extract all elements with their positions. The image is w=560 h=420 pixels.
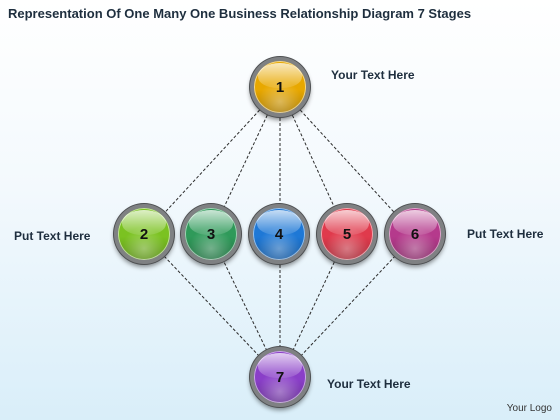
stage-label-5: 5: [342, 225, 352, 243]
text-right: Put Text Here: [467, 227, 544, 241]
stage-label-6: 6: [410, 225, 420, 243]
stage-node-7: 7: [250, 347, 310, 407]
stage-node-4: 4: [249, 204, 309, 264]
connector-1-2: [143, 87, 281, 236]
stage-node-3: 3: [181, 204, 241, 264]
logo-placeholder: Your Logo: [506, 403, 552, 414]
text-left: Put Text Here: [14, 229, 91, 243]
connector-7-6: [279, 234, 416, 379]
stage-node-1: 1: [250, 57, 310, 117]
page-title: Representation Of One Many One Business …: [8, 6, 472, 21]
stage-node-6: 6: [385, 204, 445, 264]
stage-label-1: 1: [275, 78, 285, 96]
stage-label-2: 2: [139, 225, 149, 243]
connector-7-2: [143, 234, 281, 379]
text-top-right: Your Text Here: [331, 68, 415, 82]
stage-node-2: 2: [114, 204, 174, 264]
stage-label-3: 3: [206, 225, 216, 243]
stage-label-4: 4: [274, 225, 284, 243]
connector-1-6: [279, 87, 416, 236]
text-bottom-right: Your Text Here: [327, 377, 411, 391]
stage-node-5: 5: [317, 204, 377, 264]
stage-label-7: 7: [275, 368, 285, 386]
